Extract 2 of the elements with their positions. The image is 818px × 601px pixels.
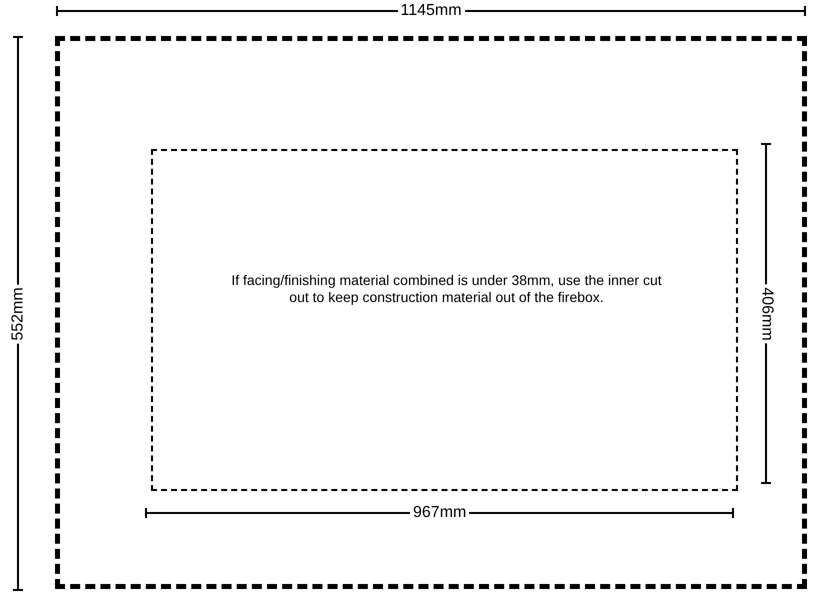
note-text: If facing/finishing material combined is under 38mm, use the inner cut out to keep construction material out of the firebox. (230, 272, 663, 306)
inner-cutout-outline (151, 149, 738, 491)
